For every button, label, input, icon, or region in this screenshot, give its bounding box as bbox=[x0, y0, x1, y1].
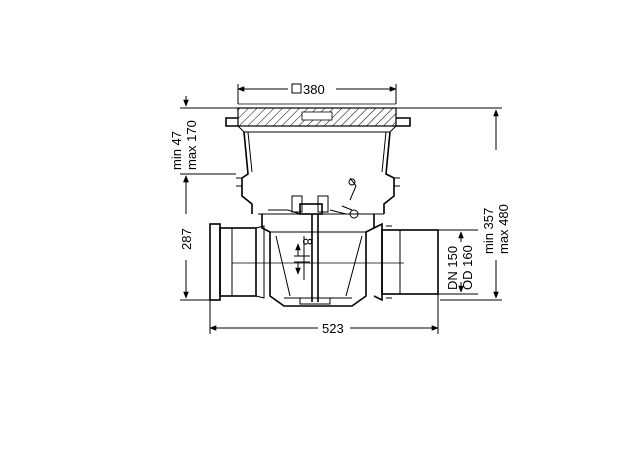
frame-flanges bbox=[225, 117, 411, 133]
dimension-523: 523 bbox=[209, 294, 439, 336]
gap-label: 8 bbox=[300, 238, 315, 245]
extension-min-label: min 47 bbox=[169, 131, 184, 170]
square-symbol bbox=[291, 83, 302, 94]
total-min-label: min 357 bbox=[481, 208, 496, 254]
body-height-label: 287 bbox=[179, 228, 194, 250]
pipe-od-label: OD 160 bbox=[460, 245, 475, 290]
grate-cover bbox=[237, 103, 397, 127]
dimension-380: 380 bbox=[237, 82, 397, 104]
trap-mechanism bbox=[258, 177, 384, 219]
extension-body bbox=[236, 131, 400, 214]
total-max-label: max 480 bbox=[496, 204, 511, 254]
inlet-pipe bbox=[209, 223, 265, 301]
dimension-287: 287 bbox=[179, 175, 210, 301]
frame-size-label: 380 bbox=[303, 82, 325, 97]
trap-body bbox=[261, 214, 375, 307]
outlet-pipe bbox=[373, 222, 439, 302]
extension-max-label: max 170 bbox=[184, 120, 199, 170]
dimension-gap: 8 bbox=[294, 238, 315, 275]
dimension-total: min 357 max 480 bbox=[396, 107, 511, 301]
pipe-dn-label: DN 150 bbox=[445, 246, 460, 290]
dimension-extension: min 47 max 170 bbox=[169, 96, 238, 188]
dimension-pipe: DN 150 OD 160 bbox=[438, 229, 478, 295]
overall-width-label: 523 bbox=[322, 321, 344, 336]
